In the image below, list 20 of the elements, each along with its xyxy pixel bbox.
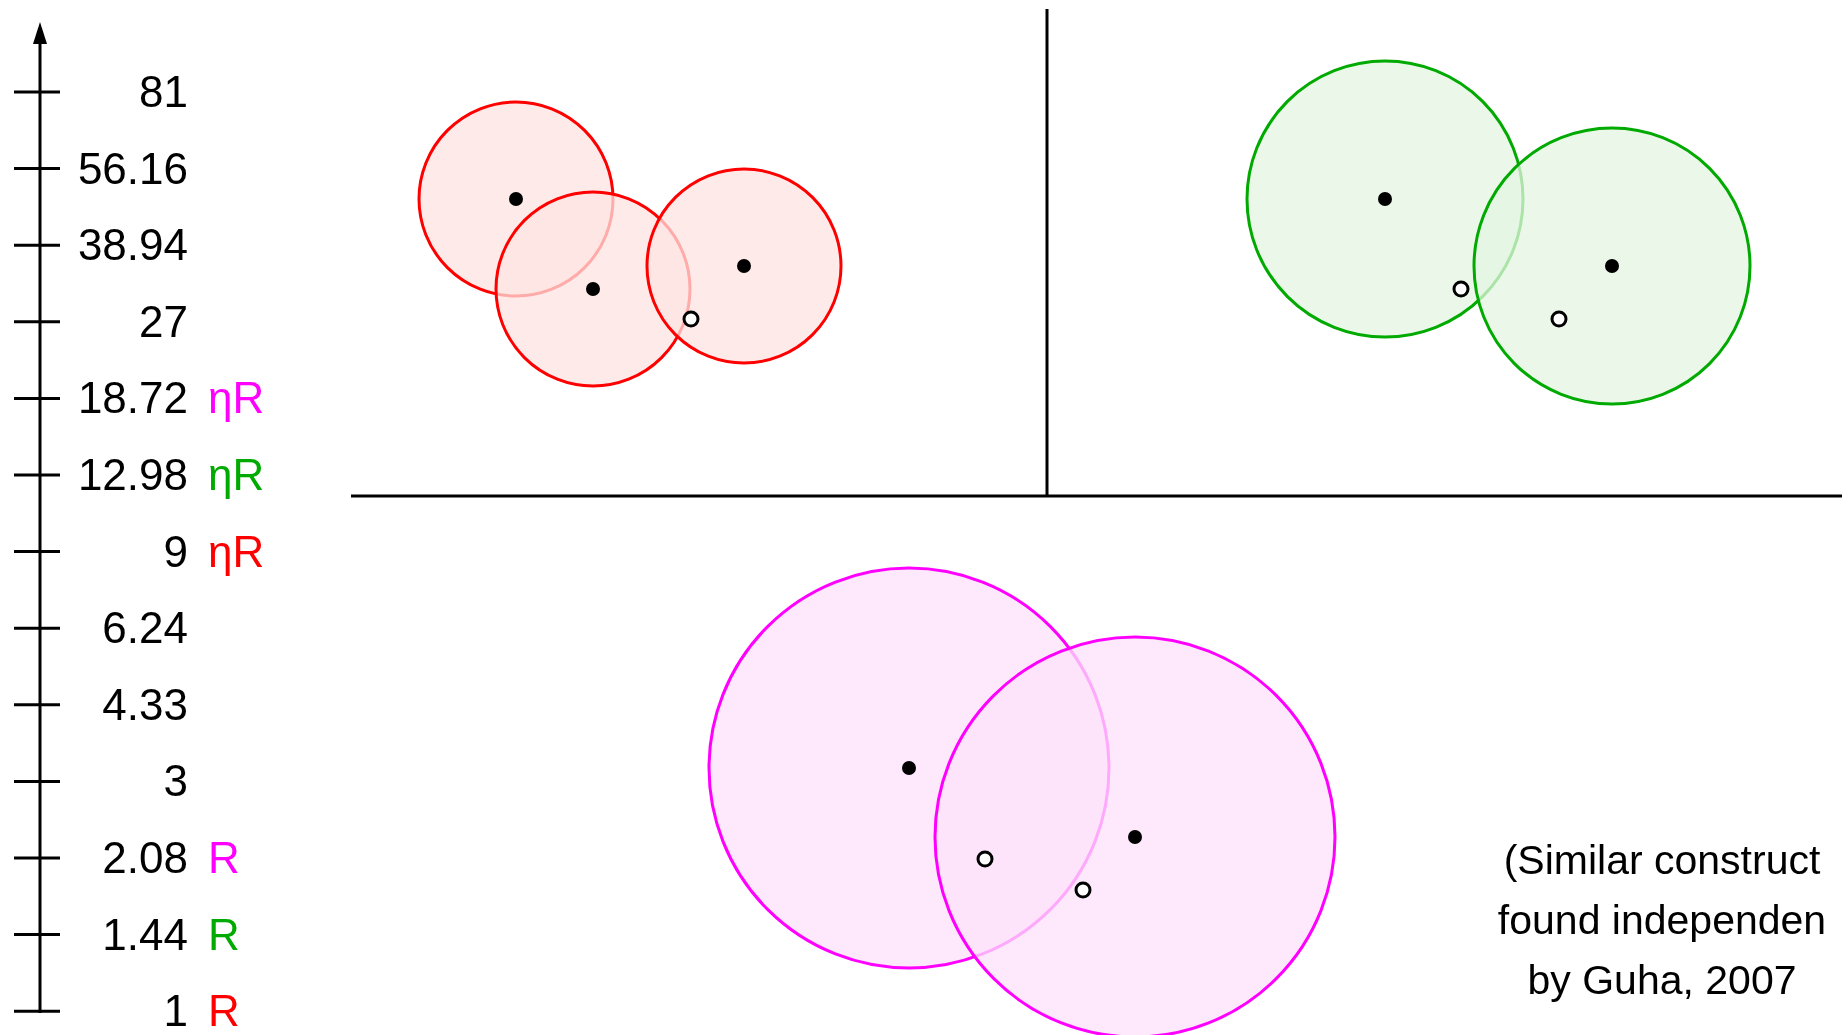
tick-label: 18.72	[77, 373, 188, 424]
tick-label: 9	[163, 526, 188, 577]
tick-label: 12.98	[77, 450, 188, 500]
scale-marker-label: ηR	[208, 450, 265, 500]
tick-label: 56.16	[77, 143, 188, 194]
tick-label: 6.24	[102, 603, 188, 654]
tick-label: 38.94	[77, 220, 188, 271]
scale-marker-label: R	[208, 909, 240, 960]
scale-marker-label: ηR	[208, 373, 265, 424]
tick-label: 1	[163, 986, 188, 1035]
tick-label: 27	[139, 296, 188, 347]
tick-label: 4.33	[102, 679, 188, 730]
scale-marker-label: R	[208, 833, 240, 883]
scale-marker-label: R	[208, 986, 240, 1035]
tick-label: 3	[163, 756, 188, 807]
scale-marker-label: ηR	[208, 526, 265, 577]
note-text: (Similar construct found independen by Guha, 2007	[1496, 836, 1828, 1005]
tick-label: 1.44	[102, 909, 188, 960]
tick-label: 2.08	[102, 833, 188, 883]
tick-label: 81	[139, 67, 188, 117]
